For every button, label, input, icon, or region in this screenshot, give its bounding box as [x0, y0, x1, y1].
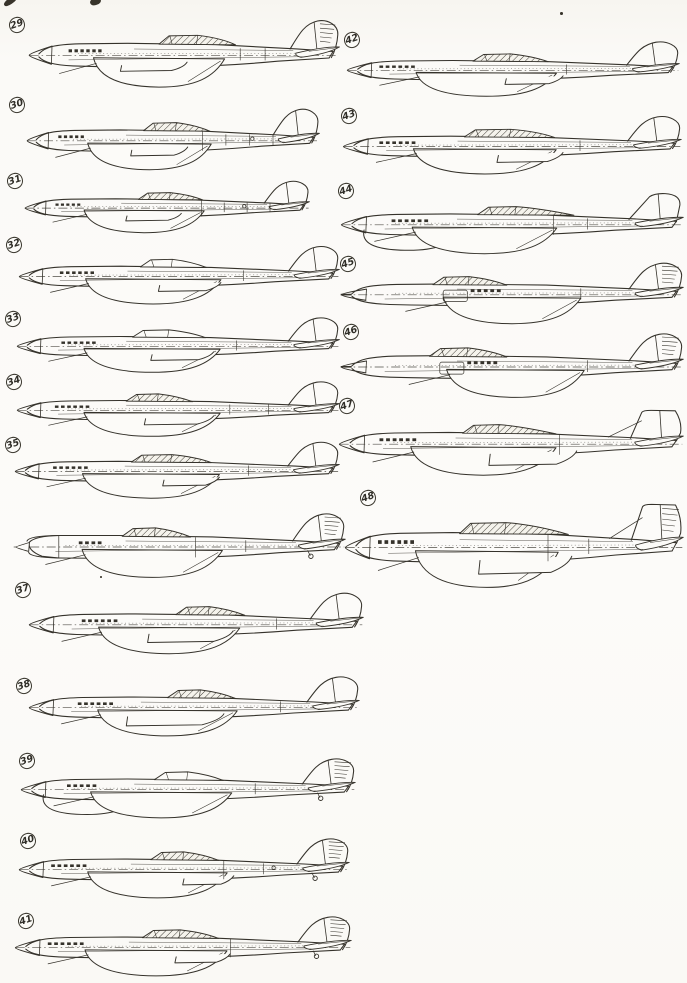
ink-smudge: [2, 0, 19, 8]
paper-speck: [560, 12, 563, 15]
aircraft-figure-39: 39: [16, 746, 356, 824]
figure-number-circle: 29: [6, 14, 28, 36]
aircraft-side-profile-drawing: [344, 503, 684, 588]
aircraft-figure-44: 44: [335, 180, 684, 260]
aircraft-figure-41: 41: [14, 904, 352, 982]
aircraft-figure-32: 32: [3, 234, 340, 310]
aircraft-side-profile-drawing: [16, 317, 340, 373]
aircraft-figure-29: 29: [6, 6, 340, 94]
aircraft-side-profile-drawing: [340, 333, 684, 398]
aircraft-side-profile-drawing: [24, 180, 310, 234]
aircraft-figure-46: 46: [340, 320, 684, 404]
aircraft-side-profile-drawing: [28, 20, 340, 88]
aircraft-side-profile-drawing: [16, 381, 340, 437]
aircraft-side-profile-drawing: [340, 262, 684, 325]
aircraft-figure-43: 43: [338, 104, 682, 180]
aircraft-side-profile-drawing: [14, 916, 352, 977]
aircraft-figure-40: 40: [17, 826, 350, 904]
paper-speck: [100, 576, 102, 578]
aircraft-figure-38: 38: [13, 664, 360, 742]
aircraft-figure-48: 48: [344, 486, 684, 596]
aircraft-figure-unnumbered: [12, 500, 346, 584]
aircraft-figure-47: 47: [336, 395, 684, 482]
aircraft-side-profile-drawing: [18, 246, 340, 305]
figure-number-circle: 31: [4, 170, 26, 192]
aircraft-side-profile-drawing: [28, 592, 364, 655]
aircraft-side-profile-drawing: [14, 441, 340, 499]
aircraft-figure-42: 42: [341, 29, 680, 102]
aircraft-figure-35: 35: [2, 430, 340, 504]
aircraft-side-profile-drawing: [26, 108, 320, 171]
aircraft-side-profile-drawing: [342, 116, 682, 175]
aircraft-figure-34: 34: [3, 370, 340, 442]
aircraft-side-profile-drawing: [346, 41, 680, 97]
aircraft-figure-31: 31: [4, 170, 310, 238]
aircraft-figure-37: 37: [12, 579, 364, 660]
aircraft-side-profile-drawing: [20, 758, 356, 819]
aircraft-side-profile-drawing: [338, 409, 684, 476]
aircraft-side-profile-drawing: [18, 838, 350, 899]
aircraft-figure-33: 33: [2, 306, 340, 378]
aircraft-figure-45: 45: [337, 250, 684, 330]
aircraft-side-profile-drawing: [13, 513, 346, 578]
aircraft-side-profile-drawing: [28, 676, 360, 737]
aircraft-figure-30: 30: [6, 94, 320, 176]
aircraft-side-profile-drawing: [340, 193, 684, 255]
figure-number-circle: 30: [6, 94, 28, 116]
